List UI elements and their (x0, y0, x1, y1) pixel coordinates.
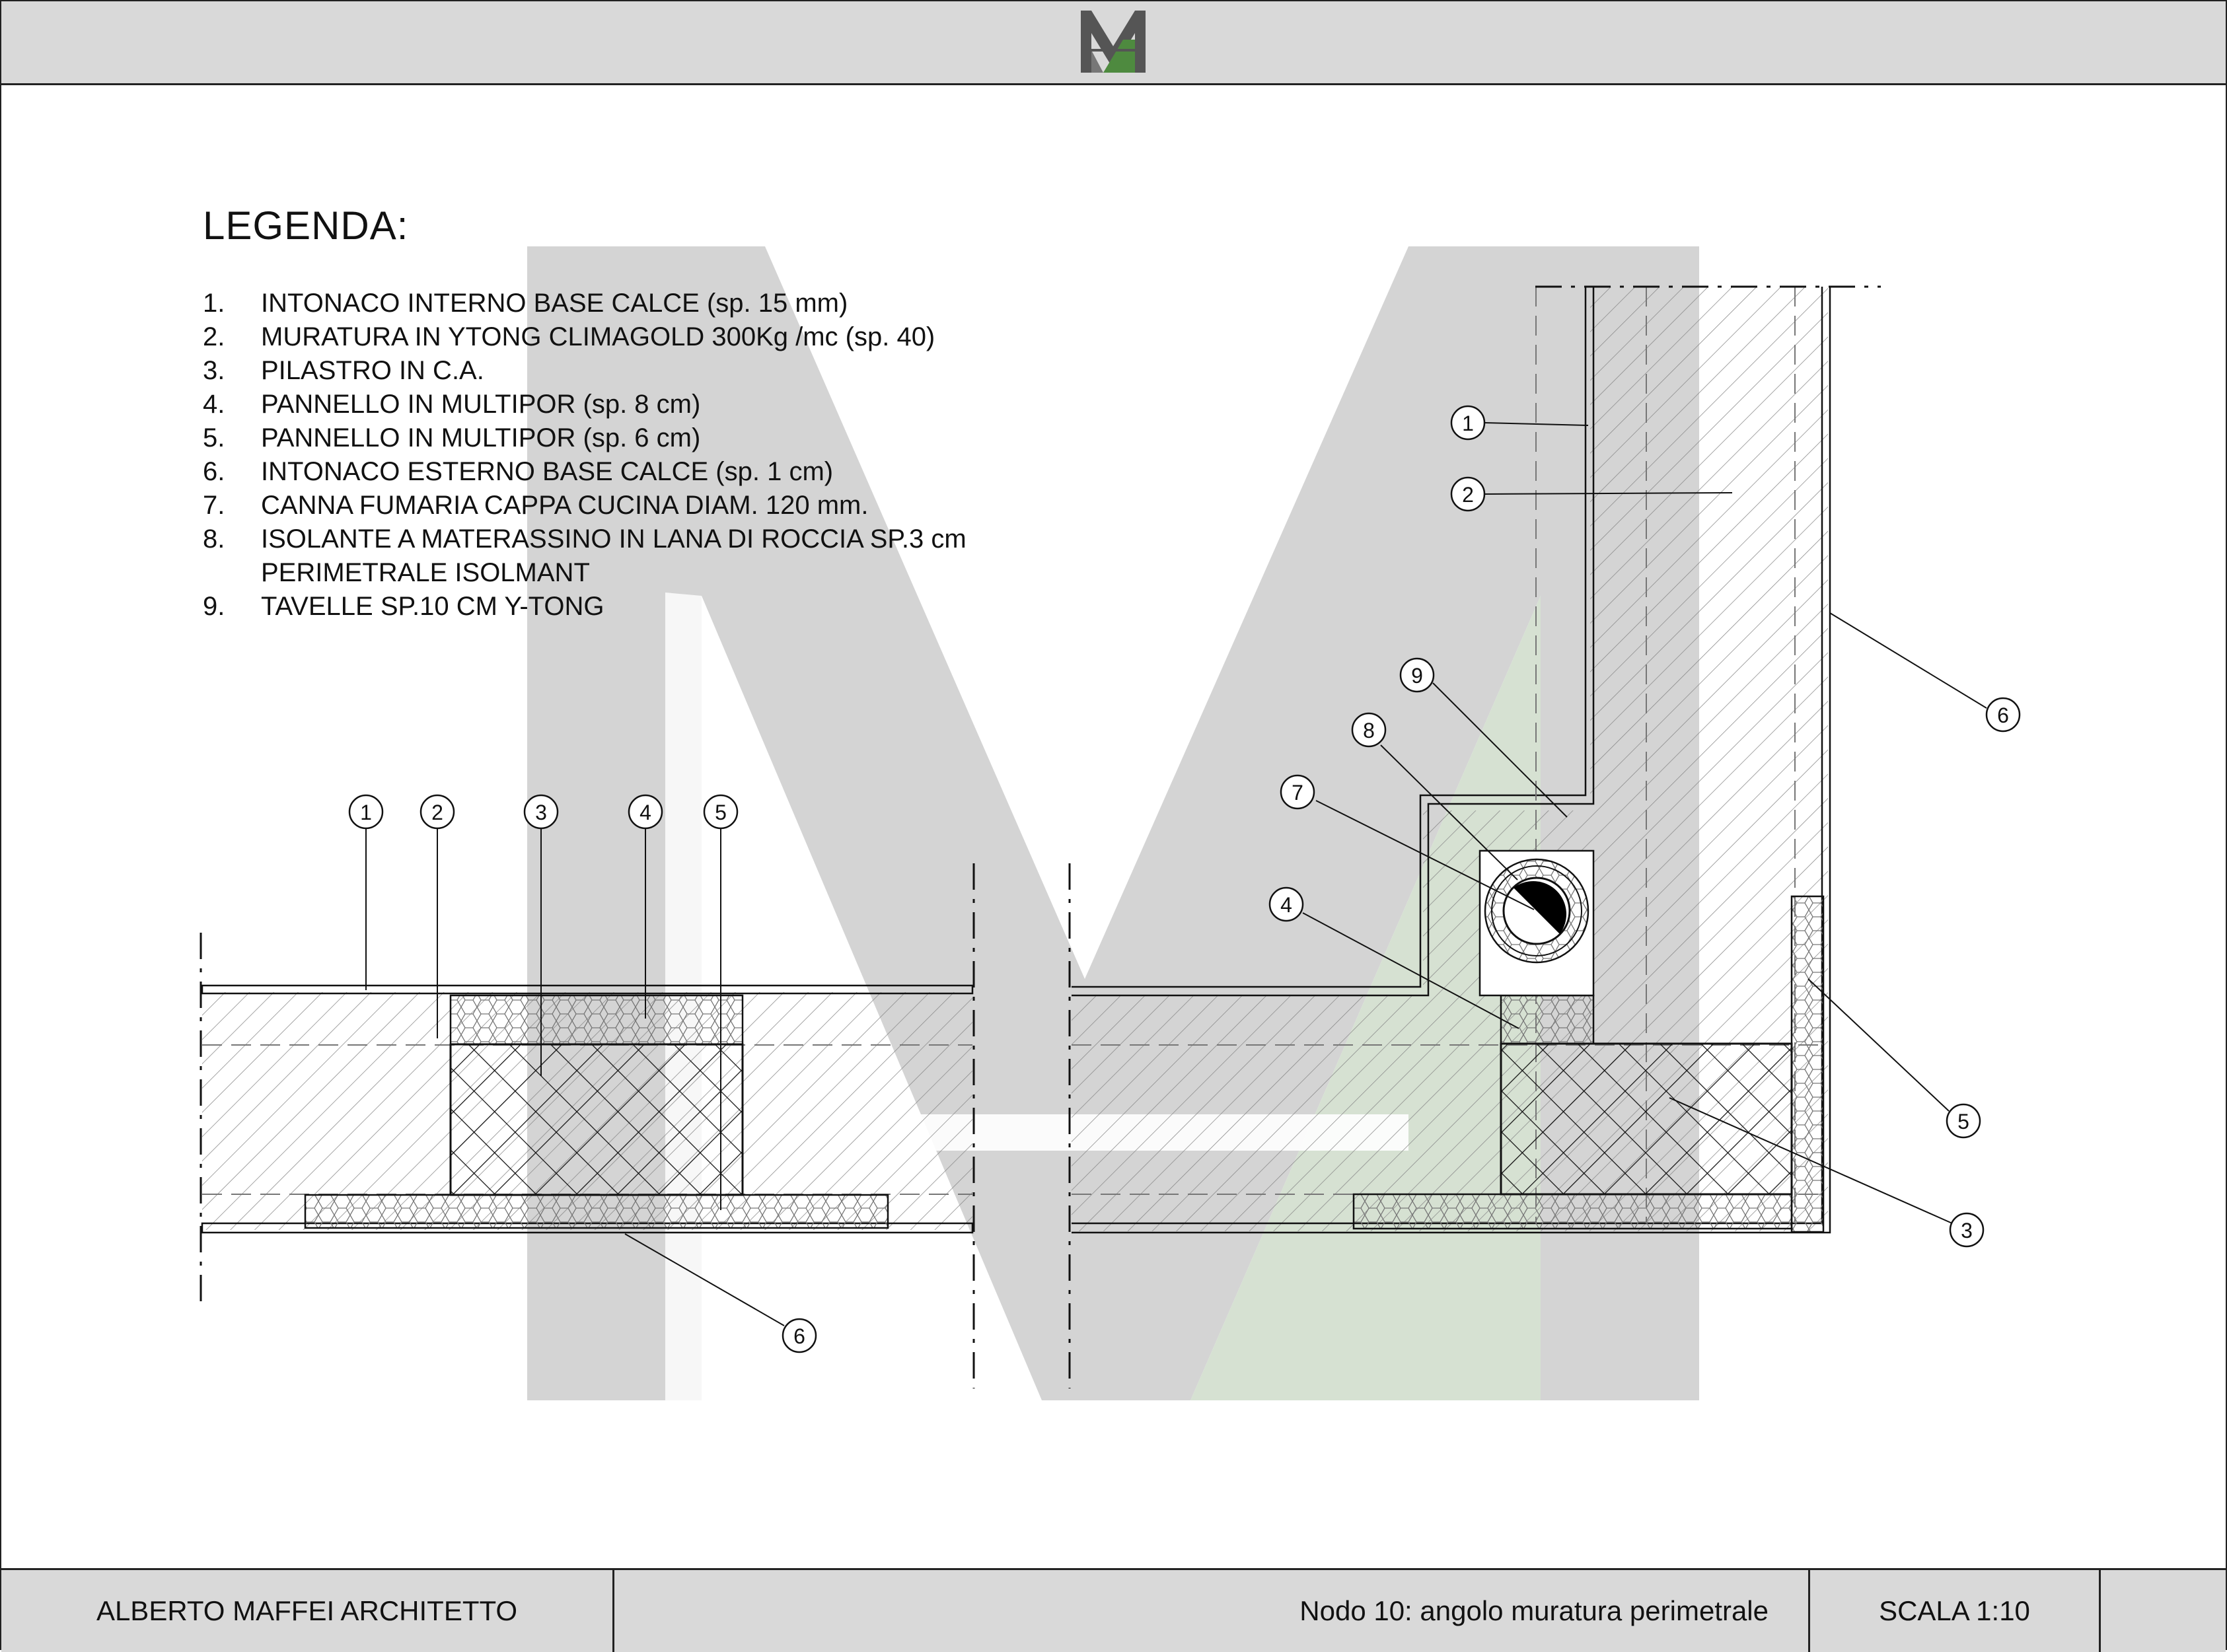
left-callout-4: 4 (628, 794, 663, 830)
right-corner-section (1072, 285, 1881, 1234)
legend-item: 1. INTONACO INTERNO BASE CALCE (sp. 15 mm… (203, 287, 1128, 320)
legend-item-number: 6. (203, 457, 225, 486)
left-callout-6: 6 (782, 1318, 817, 1353)
studio-logo-icon (1081, 11, 1146, 73)
legend-item-text: TAVELLE SP.10 CM Y-TONG (261, 592, 604, 621)
legend-item-number: 4. (203, 390, 225, 419)
svg-text:6: 6 (1997, 703, 2009, 727)
author-cell: ALBERTO MAFFEI ARCHITETTO (1, 1570, 614, 1652)
header-bar (1, 1, 2226, 85)
svg-text:7: 7 (1292, 781, 1303, 805)
scale-cell: SCALA 1:10 (1810, 1570, 2101, 1652)
legend-item-text: MURATURA IN YTONG CLIMAGOLD 300Kg /mc (s… (261, 322, 935, 351)
legend-item-number: 7. (203, 491, 225, 520)
left-callout-1: 1 (348, 794, 384, 830)
left-callout-leaders (365, 828, 785, 1326)
legend-item-text: CANNA FUMARIA CAPPA CUCINA DIAM. 120 mm. (261, 491, 869, 520)
title-block: ALBERTO MAFFEI ARCHITETTO Nodo 10: angol… (1, 1568, 2226, 1652)
legend-item-text: PANNELLO IN MULTIPOR (sp. 8 cm) (261, 390, 701, 419)
left-callout-5: 5 (703, 794, 739, 830)
svg-text:2: 2 (431, 801, 443, 824)
drawing-title: Nodo 10: angolo muratura perimetrale (1299, 1595, 1769, 1626)
author-name: ALBERTO MAFFEI ARCHITETTO (96, 1595, 518, 1626)
drawing-scale: SCALA 1:10 (1879, 1595, 2030, 1626)
svg-text:5: 5 (1957, 1110, 1969, 1133)
right-callout-9: 9 (1399, 657, 1435, 693)
svg-text:1: 1 (1462, 412, 1474, 435)
legend-item: 5. PANNELLO IN MULTIPOR (sp. 6 cm) (203, 421, 1128, 455)
legend-item: 7. CANNA FUMARIA CAPPA CUCINA DIAM. 120 m… (203, 489, 1128, 522)
svg-text:4: 4 (639, 801, 651, 824)
right-callout-5: 5 (1946, 1103, 1981, 1139)
legend-item-continuation: PERIMETRALE ISOLMANT (203, 556, 1128, 590)
right-callout-leaders (1302, 422, 1987, 1224)
svg-text:2: 2 (1462, 483, 1474, 507)
legend-item: 2. MURATURA IN YTONG CLIMAGOLD 300Kg /mc … (203, 320, 1128, 354)
svg-text:8: 8 (1363, 719, 1375, 742)
legend-item-text: PANNELLO IN MULTIPOR (sp. 6 cm) (261, 423, 701, 452)
legend-item: 9. TAVELLE SP.10 CM Y-TONG (203, 590, 1128, 624)
empty-cell (2101, 1570, 2226, 1652)
right-callout-8: 8 (1351, 712, 1387, 748)
legend-item-text: INTONACO INTERNO BASE CALCE (sp. 15 mm) (261, 289, 848, 318)
legend-title: LEGENDA: (203, 203, 409, 248)
left-wall-section (200, 863, 1071, 1388)
right-callout-1: 1 (1450, 405, 1486, 441)
svg-text:1: 1 (360, 801, 372, 824)
svg-text:9: 9 (1411, 664, 1423, 688)
left-callout-3: 3 (523, 794, 559, 830)
legend: LEGENDA: 1. INTONACO INTERNO BASE CALCE (… (203, 203, 1128, 624)
legend-item-text: INTONACO ESTERNO BASE CALCE (sp. 1 cm) (261, 457, 834, 486)
svg-text:5: 5 (715, 801, 727, 824)
legend-item-number: 8. (203, 524, 225, 554)
legend-item-number: 5. (203, 423, 225, 452)
legend-item-text: PILASTRO IN C.A. (261, 356, 484, 385)
legend-item: 3. PILASTRO IN C.A. (203, 354, 1128, 388)
right-callout-7: 7 (1280, 774, 1315, 810)
right-callout-6: 6 (1985, 697, 2021, 733)
legend-item-number: 2. (203, 322, 225, 351)
svg-text:6: 6 (793, 1324, 805, 1348)
svg-text:3: 3 (535, 801, 547, 824)
svg-text:3: 3 (1961, 1219, 1973, 1242)
svg-text:4: 4 (1280, 893, 1292, 917)
legend-item: 6. INTONACO ESTERNO BASE CALCE (sp. 1 cm) (203, 455, 1128, 489)
right-callout-4: 4 (1268, 886, 1304, 922)
legend-item-text: PERIMETRALE ISOLMANT (261, 558, 590, 587)
legend-item-number: 9. (203, 592, 225, 621)
legend-item-number: 3. (203, 356, 225, 385)
legend-item-number (203, 556, 261, 590)
left-callout-2: 2 (420, 794, 455, 830)
drawing-title-cell: Nodo 10: angolo muratura perimetrale (614, 1570, 1810, 1652)
right-callout-3: 3 (1949, 1212, 1985, 1248)
legend-item-text: ISOLANTE A MATERASSINO IN LANA DI ROCCIA… (261, 524, 967, 554)
legend-item: 4. PANNELLO IN MULTIPOR (sp. 8 cm) (203, 388, 1128, 421)
legend-item-number: 1. (203, 289, 225, 318)
legend-item: 8. ISOLANTE A MATERASSINO IN LANA DI ROCC… (203, 522, 1128, 556)
right-callout-2: 2 (1450, 476, 1486, 512)
